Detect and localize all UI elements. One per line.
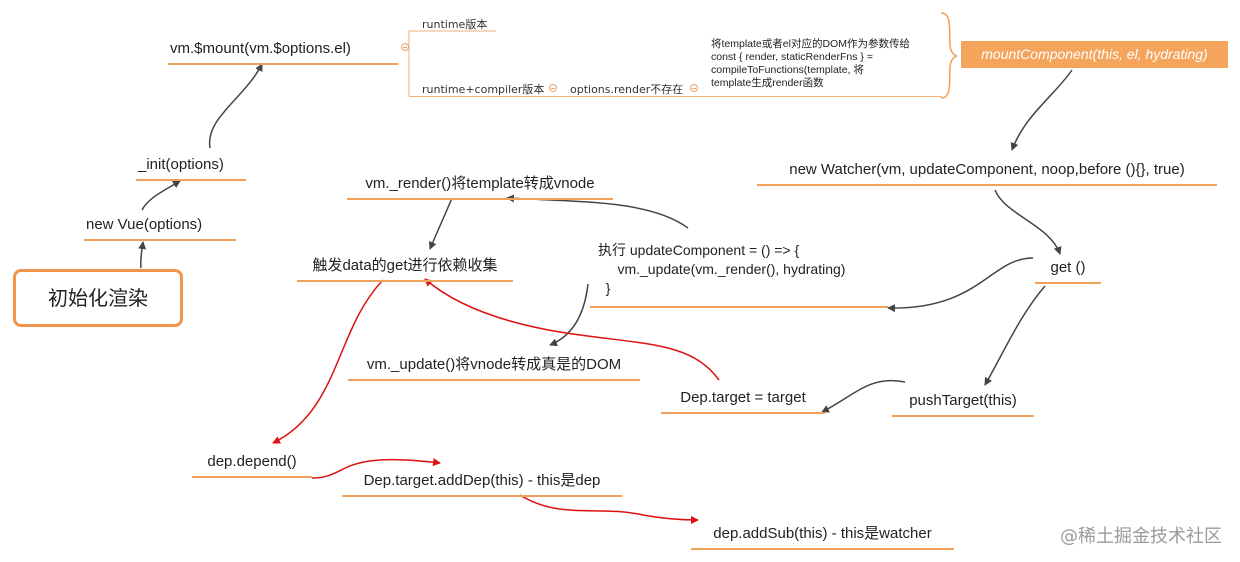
node-dep-depend[interactable]: dep.depend() (192, 453, 312, 478)
collapse-icon[interactable] (401, 43, 409, 51)
node-new-watcher[interactable]: new Watcher(vm, updateComponent, noop,be… (757, 161, 1217, 186)
node-vm-update[interactable]: vm._update()将vnode转成真是的DOM (348, 356, 640, 381)
arrow-update-to-vm-update (549, 283, 589, 347)
node-init[interactable]: _init(options) (136, 156, 246, 181)
note-brace (940, 12, 958, 99)
node-mount-component[interactable]: mountComponent(this, el, hydrating) (961, 41, 1228, 68)
code-line: vm._update(vm._render(), hydrating) (598, 261, 846, 277)
node-add-dep[interactable]: Dep.target.addDep(this) - this是dep (342, 472, 622, 497)
node-runtime[interactable]: runtime版本 (422, 18, 488, 31)
code-line: } (598, 280, 611, 296)
arrow-render-to-trigger-get (428, 197, 453, 250)
runtime-branch-line (408, 30, 496, 47)
runtime-compiler-underline (409, 96, 942, 97)
arrow-mount-component-to-watcher (1010, 69, 1073, 151)
arrow-get-to-push-target (984, 285, 1046, 386)
root-node[interactable]: 初始化渲染 (13, 269, 183, 327)
node-new-vue[interactable]: new Vue(options) (84, 216, 236, 241)
node-vm-render[interactable]: vm._render()将template转成vnode (347, 175, 613, 200)
compile-note-line: 将template或者el对应的DOM作为参数传给 (711, 38, 910, 50)
node-dep-target[interactable]: Dep.target = target (661, 389, 825, 414)
node-mount[interactable]: vm.$mount(vm.$options.el) (168, 40, 398, 65)
node-options-render[interactable]: options.render不存在 (570, 83, 684, 96)
compile-note-line: const { render, staticRenderFns } = (711, 51, 873, 63)
arrow-new-vue-to-init (141, 180, 181, 211)
node-get[interactable]: get () (1035, 259, 1101, 284)
arrow-watcher-to-get (994, 189, 1062, 255)
arrow-add-dep-to-add-sub (519, 494, 699, 524)
compile-note: 将template或者el对应的DOM作为参数传给 const { render… (711, 38, 910, 90)
arrow-update-to-render (506, 194, 689, 229)
update-component-code[interactable]: 执行 updateComponent = () => { vm._update(… (598, 241, 845, 298)
arrow-get-to-update-component (887, 257, 1034, 313)
node-add-sub[interactable]: dep.addSub(this) - this是watcher (691, 525, 954, 550)
compile-note-line: template生成render函数 (711, 77, 824, 89)
collapse-icon[interactable] (690, 84, 698, 92)
node-push-target[interactable]: pushTarget(this) (892, 392, 1034, 417)
watermark: @稀土掘金技术社区 (1060, 526, 1222, 547)
code-line: 执行 updateComponent = () => { (598, 242, 800, 258)
collapse-icon[interactable] (549, 84, 557, 92)
node-trigger-get[interactable]: 触发data的get进行依赖收集 (297, 257, 513, 282)
update-component-underline (590, 306, 888, 308)
node-runtime-compiler[interactable]: runtime+compiler版本 (422, 83, 545, 96)
compile-note-line: compileToFunctions(template, 将 (711, 64, 864, 76)
arrow-init-to-mount (208, 63, 263, 149)
arrow-root-to-new-vue (138, 241, 147, 269)
